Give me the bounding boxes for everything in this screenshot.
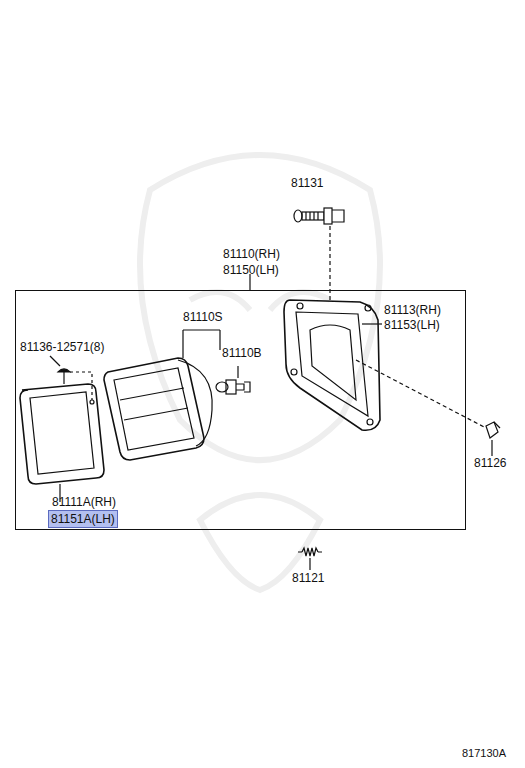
- part-number: 81150(LH): [223, 263, 279, 277]
- leader-line: [362, 323, 382, 324]
- leader-line: [237, 366, 238, 378]
- leader-line: [356, 360, 486, 428]
- callout-number: 81111A(RH): [52, 495, 116, 509]
- clip: [486, 422, 500, 438]
- retaining-ring: [20, 384, 104, 484]
- callout-number: 81131: [291, 176, 323, 190]
- leader-line: [491, 440, 492, 456]
- callout-number: 81113(RH): [384, 303, 441, 317]
- callout-number: 81126: [474, 456, 506, 470]
- leader-line: [309, 558, 310, 570]
- callout-number: 81110B: [222, 346, 262, 360]
- leader-line: [50, 356, 60, 366]
- callout-number: 81153(LH): [384, 318, 440, 332]
- callout-number: 81121: [292, 571, 324, 585]
- callout-number: 81110S: [183, 310, 223, 324]
- bulb: [216, 380, 250, 394]
- screw: [58, 369, 70, 384]
- adjust-screw: [294, 208, 344, 224]
- highlight-box: 81151A(LH): [48, 510, 118, 528]
- leader-line: [329, 226, 330, 300]
- watermark: [140, 155, 380, 590]
- leader-line: [183, 330, 220, 358]
- figure-number: 817130A: [462, 746, 506, 760]
- headlamp-unit: [104, 358, 212, 460]
- callout-number: 81136-12571(8): [20, 340, 105, 354]
- highlighted-part-number: 81151A(LH): [51, 512, 115, 526]
- spring: [298, 548, 322, 556]
- part-number: 81110(RH): [223, 247, 280, 261]
